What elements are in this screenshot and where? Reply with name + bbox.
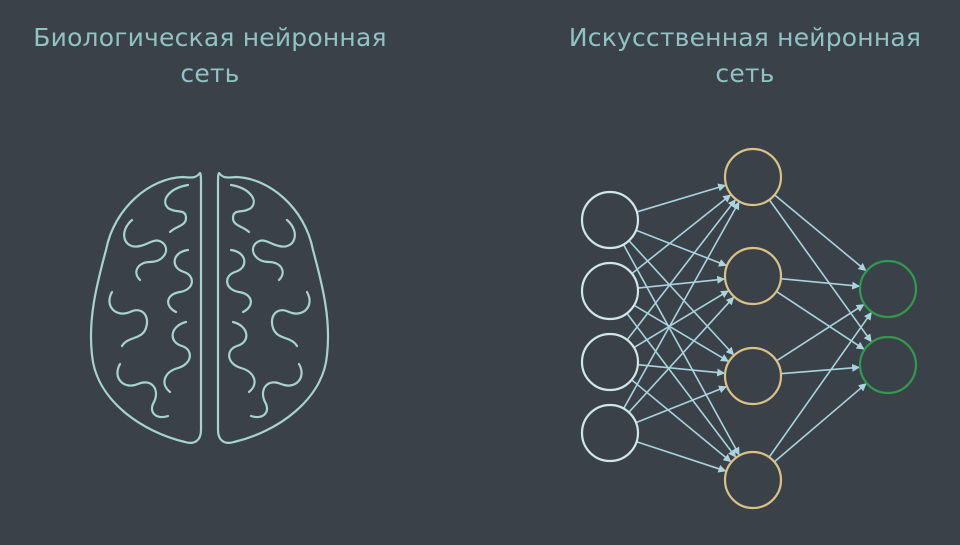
connection-input-1-to-hidden-3 [628, 240, 735, 356]
output-neuron-2 [858, 335, 918, 395]
biological-network-title: Биологическая нейронная сеть [10, 20, 410, 92]
hidden-neuron-2 [723, 246, 783, 306]
brain-left-fold-1 [164, 183, 190, 234]
connection-hidden-4-to-output-2 [773, 383, 867, 463]
connection-hidden-2-to-output-2 [775, 290, 865, 350]
artificial-title-line-1: Искусственная нейронная [568, 23, 922, 52]
connection-input-3-to-hidden-3 [637, 363, 726, 377]
brain-right-fold-1 [229, 183, 255, 234]
brain-left-fold-5 [163, 320, 191, 394]
connection-input-4-to-hidden-1 [622, 201, 740, 409]
brain-left-fold-4 [108, 290, 149, 348]
input-neuron-4 [580, 403, 640, 463]
connection-input-3-to-hidden-4 [631, 379, 732, 463]
biological-title-line-1: Биологическая нейронная [33, 23, 387, 52]
biological-title-line-2: сеть [180, 59, 240, 88]
connection-input-2-to-hidden-3 [633, 304, 729, 362]
brain-left-fold-2 [123, 218, 168, 282]
brain-left-fold-3 [167, 248, 193, 314]
connection-input-1-to-hidden-1 [636, 183, 727, 213]
brain-right-fold-6 [249, 362, 303, 419]
input-neuron-2 [580, 261, 640, 321]
connection-hidden-2-to-output-1 [780, 277, 861, 290]
connection-input-2-to-hidden-4 [626, 312, 737, 458]
brain-right-fold-4 [270, 290, 311, 348]
connection-input-3-to-hidden-1 [626, 199, 736, 341]
brain-right-fold-3 [226, 248, 252, 314]
brain-right-fold-5 [228, 320, 256, 394]
input-neuron-1 [580, 190, 640, 250]
connection-input-2-to-hidden-1 [631, 194, 732, 275]
brain-left-hemisphere [89, 171, 203, 444]
artificial-title-line-2: сеть [715, 59, 775, 88]
artificial-network-title: Искусственная нейронная сеть [545, 20, 945, 92]
brain-right-fold-2 [251, 218, 296, 282]
connection-hidden-3-to-output-1 [776, 304, 865, 362]
connection-hidden-1-to-output-2 [768, 199, 872, 343]
brain-left-fold-6 [116, 362, 170, 419]
brain-right-hemisphere [216, 171, 330, 444]
hidden-neuron-1 [723, 147, 783, 207]
hidden-neuron-3 [723, 346, 783, 406]
hidden-neuron-4 [723, 450, 783, 510]
connection-input-4-to-hidden-4 [636, 440, 727, 473]
connection-hidden-3-to-output-2 [780, 363, 861, 375]
connection-hidden-1-to-output-1 [774, 194, 867, 272]
connection-input-2-to-hidden-2 [637, 275, 726, 289]
connection-input-1-to-hidden-2 [635, 229, 727, 267]
connection-input-4-to-hidden-3 [635, 385, 727, 424]
connection-input-3-to-hidden-2 [633, 290, 730, 349]
connection-input-4-to-hidden-2 [628, 296, 735, 413]
input-neuron-3 [580, 332, 640, 392]
connection-input-1-to-hidden-4 [622, 244, 740, 456]
connection-hidden-4-to-output-1 [768, 311, 872, 458]
output-neuron-1 [858, 259, 918, 319]
